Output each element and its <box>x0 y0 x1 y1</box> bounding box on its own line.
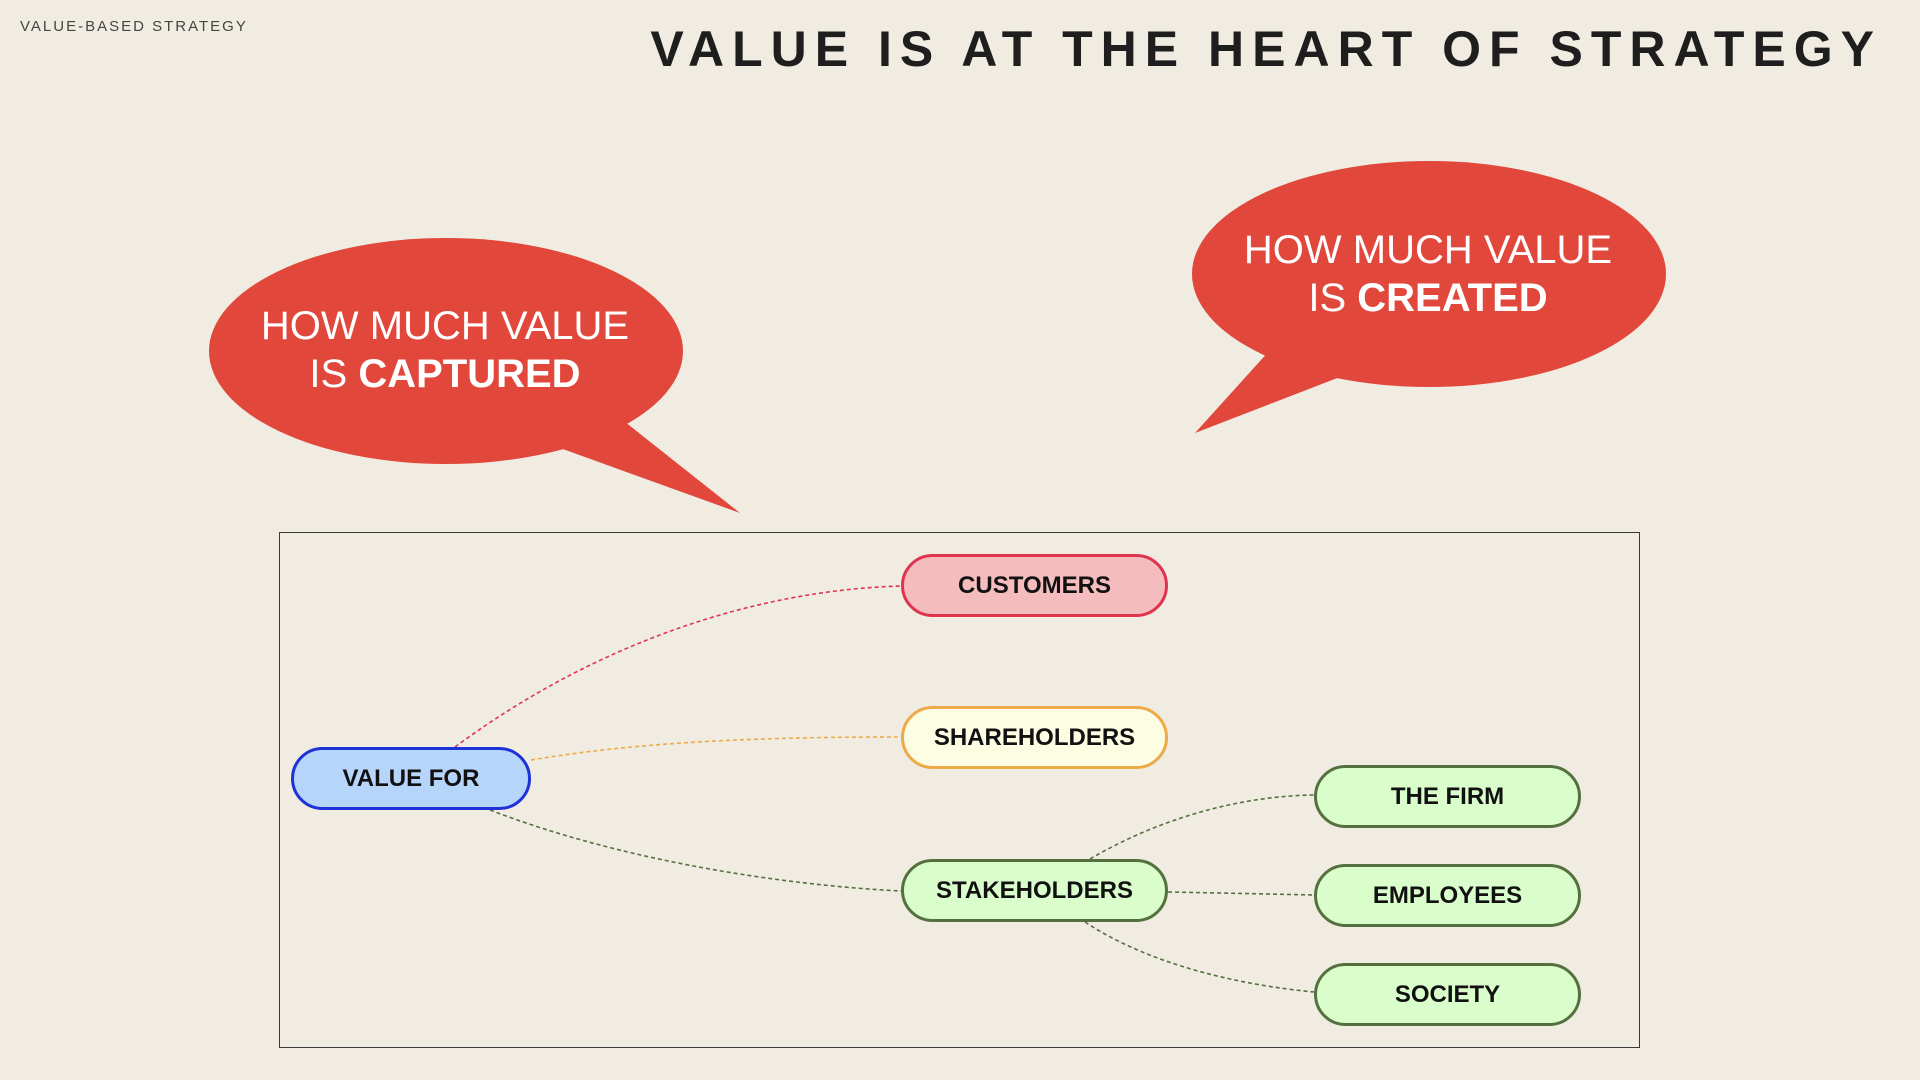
connector-value-for-stakeholders <box>489 809 902 892</box>
bubble-created-emphasis: CREATED <box>1357 276 1548 320</box>
diagram-frame <box>279 532 1640 1048</box>
connector-stakeholders-employees <box>1167 891 1315 896</box>
speech-bubble-created <box>1192 161 1666 433</box>
section-kicker: VALUE-BASED STRATEGY <box>20 18 248 35</box>
bubble-captured-prefix: IS <box>309 352 359 396</box>
node-customers: CUSTOMERS <box>901 554 1168 617</box>
connector-stakeholders-the-firm <box>1089 794 1315 860</box>
connector-value-for-shareholders <box>530 736 902 761</box>
bubble-captured-emphasis: CAPTURED <box>358 352 581 396</box>
node-value-for: VALUE FOR <box>291 747 531 810</box>
node-employees: EMPLOYEES <box>1314 864 1581 927</box>
node-shareholders: SHAREHOLDERS <box>901 706 1168 769</box>
bubble-captured-line2: IS CAPTURED <box>209 350 681 398</box>
node-society: SOCIETY <box>1314 963 1581 1026</box>
connector-stakeholders-society <box>1084 921 1315 993</box>
speech-bubble-captured <box>209 238 740 513</box>
node-stakeholders: STAKEHOLDERS <box>901 859 1168 922</box>
bubble-created-line1: HOW MUCH VALUE <box>1243 228 1613 272</box>
bubble-captured-text: HOW MUCH VALUE IS CAPTURED <box>209 302 681 398</box>
bubble-created-prefix: IS <box>1308 276 1358 320</box>
bubble-created-line2: IS CREATED <box>1192 274 1664 322</box>
connector-value-for-customers <box>454 585 902 748</box>
bubble-captured-line1: HOW MUCH VALUE <box>260 304 630 348</box>
bubble-created-text: HOW MUCH VALUE IS CREATED <box>1192 226 1664 322</box>
slide-title: VALUE IS AT THE HEART OF STRATEGY <box>650 21 1882 77</box>
node-the-firm: THE FIRM <box>1314 765 1581 828</box>
